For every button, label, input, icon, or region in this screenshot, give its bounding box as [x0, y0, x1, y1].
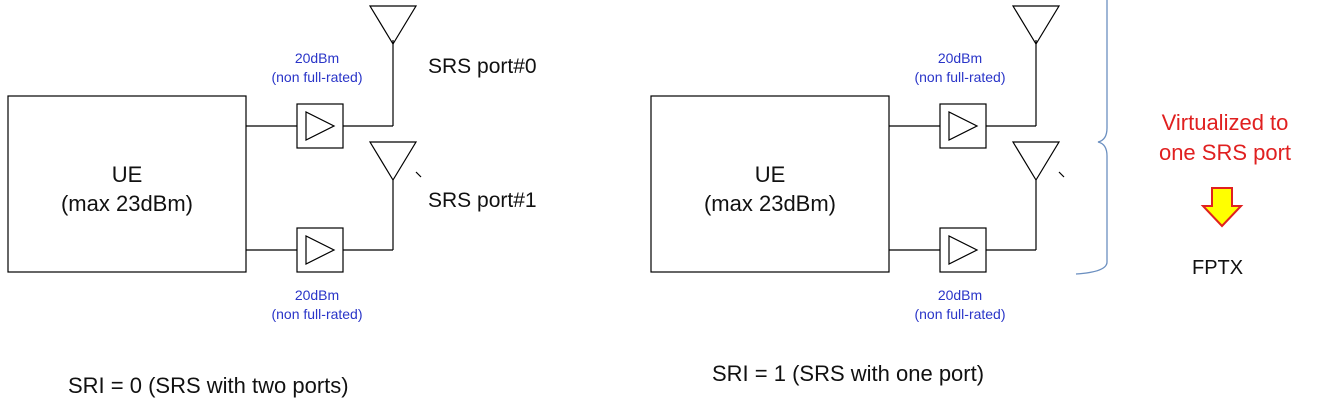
amplifier-icon [948, 235, 979, 265]
antenna-icon [368, 141, 418, 182]
ue-max-power: (max 23dBm) [703, 191, 837, 217]
pa-rating: (non full-rated) [914, 68, 1006, 85]
caption-right: SRI = 1 (SRS with one port) [712, 361, 985, 386]
pa-box-top-right [939, 103, 987, 149]
pa-box-bottom-left [296, 227, 344, 273]
srs-port-1-label: SRS port#1 [428, 189, 537, 212]
pa-power: 20dBm [294, 50, 340, 66]
right-diagram [650, 5, 1065, 273]
down-arrow-icon [1200, 187, 1244, 228]
ue-label-left: UE (max 23dBm) [8, 162, 246, 217]
ue-box-left [7, 95, 247, 273]
pa-rating: (non full-rated) [914, 305, 1006, 322]
pa-power: 20dBm [294, 287, 340, 303]
pa-power-label-bottom-right: 20dBm (non full-rated) [893, 286, 1027, 324]
pa-rating: (non full-rated) [271, 68, 363, 85]
antenna-icon [1011, 5, 1061, 46]
pa-rating: (non full-rated) [271, 305, 363, 322]
grouping-brace [1075, 0, 1108, 275]
pa-power-label-top-left: 20dBm (non full-rated) [250, 49, 384, 87]
caption-left: SRI = 0 (SRS with two ports) [68, 373, 349, 398]
amplifier-icon [305, 235, 336, 265]
antenna-tick [1058, 171, 1065, 178]
ue-label-right: UE (max 23dBm) [651, 162, 889, 217]
pa-power-label-bottom-left: 20dBm (non full-rated) [250, 286, 384, 324]
amplifier-icon [305, 111, 336, 141]
ue-max-power: (max 23dBm) [60, 191, 194, 217]
pa-box-top-left [296, 103, 344, 149]
virtualized-note: Virtualized to one SRS port [1140, 108, 1310, 167]
virtualized-line-1: Virtualized to [1161, 110, 1289, 135]
ue-name: UE [111, 162, 143, 187]
antenna-tick [415, 171, 422, 178]
antenna-icon [368, 5, 418, 46]
ue-name: UE [754, 162, 786, 187]
pa-power: 20dBm [937, 287, 983, 303]
antenna-icon [1011, 141, 1061, 182]
virtualized-line-2: one SRS port [1158, 139, 1292, 165]
pa-power-label-top-right: 20dBm (non full-rated) [893, 49, 1027, 87]
pa-power: 20dBm [937, 50, 983, 66]
pa-box-bottom-right [939, 227, 987, 273]
srs-port-0-label: SRS port#0 [428, 55, 537, 78]
left-diagram [7, 5, 422, 273]
amplifier-icon [948, 111, 979, 141]
ue-box-right [650, 95, 890, 273]
fptx-label: FPTX [1192, 257, 1244, 279]
